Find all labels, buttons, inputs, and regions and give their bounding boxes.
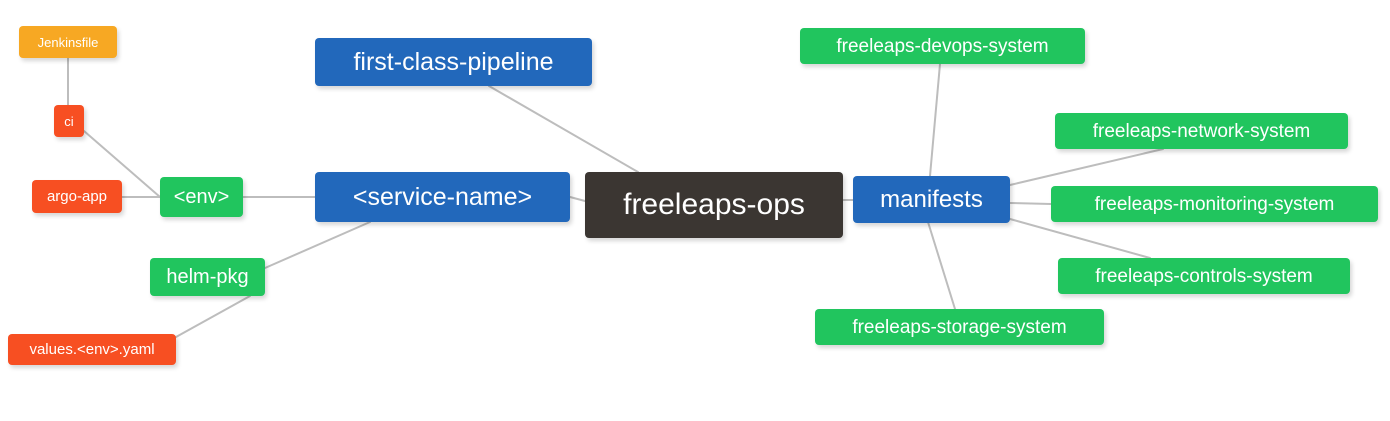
node-service-name[interactable]: <service-name> <box>315 172 570 222</box>
node-freeleaps-devops-system[interactable]: freeleaps-devops-system <box>800 28 1085 64</box>
node-freeleaps-monitoring-system[interactable]: freeleaps-monitoring-system <box>1051 186 1378 222</box>
node-manifests-label: manifests <box>880 185 983 213</box>
node-first-class-pipeline[interactable]: first-class-pipeline <box>315 38 592 86</box>
node-freeleaps-controls-system[interactable]: freeleaps-controls-system <box>1058 258 1350 294</box>
node-freeleaps-monitoring-system-label: freeleaps-monitoring-system <box>1094 193 1335 215</box>
node-service-name-label: <service-name> <box>352 182 533 211</box>
edge-manifests-monitoring <box>1009 202 1052 205</box>
node-freeleaps-devops-system-label: freeleaps-devops-system <box>836 35 1049 57</box>
node-ci-label: ci <box>64 113 74 129</box>
node-values-yaml[interactable]: values.<env>.yaml <box>8 334 176 365</box>
node-freeleaps-network-system-label: freeleaps-network-system <box>1092 120 1311 142</box>
edge-helmpkg-servicename <box>264 221 371 269</box>
node-argo-app-label: argo-app <box>46 188 108 205</box>
edge-servicename-root <box>569 196 586 202</box>
edge-manifests-network <box>1009 148 1164 186</box>
edge-pipeline-root <box>488 85 639 173</box>
node-root-label: freeleaps-ops <box>623 188 805 221</box>
node-freeleaps-network-system[interactable]: freeleaps-network-system <box>1055 113 1348 149</box>
node-first-class-pipeline-label: first-class-pipeline <box>353 47 554 76</box>
node-env[interactable]: <env> <box>160 177 243 217</box>
node-values-yaml-label: values.<env>.yaml <box>29 341 155 358</box>
node-env-label: <env> <box>173 186 230 208</box>
edge-manifests-controls <box>1009 218 1151 259</box>
node-root-freeleaps-ops[interactable]: freeleaps-ops <box>585 172 843 238</box>
node-jenkinsfile[interactable]: Jenkinsfile <box>19 26 117 58</box>
node-manifests[interactable]: manifests <box>853 176 1010 223</box>
edge-manifests-devops <box>929 63 941 177</box>
node-freeleaps-storage-system-label: freeleaps-storage-system <box>852 316 1067 338</box>
node-freeleaps-storage-system[interactable]: freeleaps-storage-system <box>815 309 1104 345</box>
edge-manifests-storage <box>927 221 956 310</box>
node-ci[interactable]: ci <box>54 105 84 137</box>
node-jenkinsfile-label: Jenkinsfile <box>37 34 99 50</box>
node-argo-app[interactable]: argo-app <box>32 180 122 213</box>
node-helm-pkg[interactable]: helm-pkg <box>150 258 265 296</box>
node-helm-pkg-label: helm-pkg <box>166 266 249 288</box>
node-freeleaps-controls-system-label: freeleaps-controls-system <box>1095 265 1313 287</box>
edge-values-helmpkg <box>175 295 251 338</box>
